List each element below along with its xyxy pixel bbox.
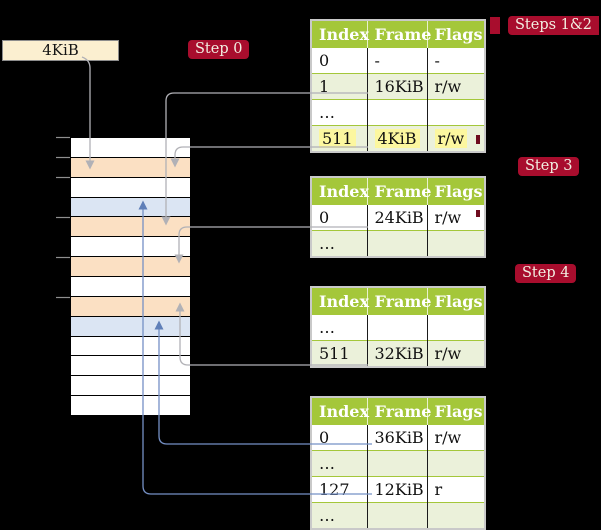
cell-flags: r/w <box>427 424 485 451</box>
table-row: 0-- <box>311 47 485 74</box>
cell-frame <box>367 230 428 257</box>
cell-flags <box>427 230 485 257</box>
cell-index: 1 <box>311 73 368 100</box>
column-header: Index <box>311 397 369 425</box>
highlighted-value: 4KiB <box>374 129 420 148</box>
cell-frame <box>367 450 428 477</box>
cell-index: 0 <box>311 424 368 451</box>
column-header: Frame <box>367 177 431 205</box>
memory-frame-row-white <box>71 277 190 297</box>
cell-frame: 36KiB <box>367 424 428 451</box>
badge-red-fragment <box>490 17 500 34</box>
cell-index: 0 <box>311 47 368 74</box>
badge-step-0: Step 0 <box>188 40 250 59</box>
cell-frame <box>367 502 428 529</box>
memory-frame-row-white <box>71 138 190 158</box>
column-header: Index <box>311 177 369 205</box>
column-header: Index <box>311 20 369 48</box>
cell-index: … <box>311 99 368 126</box>
table-row: … <box>311 314 485 341</box>
badge-step-4: Step 4 <box>515 264 577 283</box>
memory-frame-row-blue <box>71 197 190 218</box>
cell-frame <box>367 99 428 126</box>
cell-index: … <box>311 450 368 477</box>
table-row: … <box>311 502 485 529</box>
badge-step-3: Step 3 <box>518 157 580 176</box>
highlighted-value: 511 <box>319 129 356 148</box>
cell-flags <box>427 450 485 477</box>
active-entry-marker <box>476 135 480 144</box>
cell-index: … <box>311 230 368 257</box>
cell-frame <box>367 314 428 341</box>
table-row: … <box>311 450 485 477</box>
memory-frames-column <box>70 137 191 416</box>
cell-flags <box>427 502 485 529</box>
column-header: Frame <box>367 20 431 48</box>
cell-flags: r/w <box>427 73 485 100</box>
cell-flags: r <box>427 476 485 503</box>
cell-frame: 16KiB <box>367 73 428 100</box>
column-header: Frame <box>367 287 431 315</box>
column-header: Flags <box>427 20 485 48</box>
cell-frame: 12KiB <box>367 476 428 503</box>
cell-flags: r/w <box>427 204 485 231</box>
memory-frame-row-white <box>71 376 190 397</box>
cell-index: 511 <box>311 340 368 367</box>
column-header: Frame <box>367 397 431 425</box>
memory-frame-row-orange <box>71 257 190 278</box>
column-header: Index <box>311 287 369 315</box>
cell-frame: 24KiB <box>367 204 428 231</box>
cell-index: 127 <box>311 476 368 503</box>
table-row: 511 4KiB r/w <box>311 125 485 152</box>
cell-flags: - <box>427 47 485 74</box>
cell-flags: r/w <box>427 340 485 367</box>
table-row: … <box>311 99 485 126</box>
cell-flags <box>427 314 485 341</box>
memory-frame-row-orange <box>71 157 190 178</box>
cell-flags <box>427 99 485 126</box>
cell-frame: - <box>367 47 428 74</box>
memory-frame-row-white <box>71 336 190 357</box>
table-row: … <box>311 230 485 257</box>
cell-index: 511 <box>311 125 368 152</box>
frame-size-label: 4KiB <box>2 40 119 61</box>
cell-frame: 32KiB <box>367 340 428 367</box>
cell-frame: 4KiB <box>367 125 428 152</box>
active-entry-marker <box>476 210 480 217</box>
column-header: Flags <box>427 397 485 425</box>
memory-frame-row-blue <box>71 316 190 337</box>
cell-index: … <box>311 502 368 529</box>
column-header: Flags <box>427 287 485 315</box>
highlighted-value: r/w <box>434 129 468 148</box>
memory-frame-row-white <box>71 237 190 258</box>
memory-frame-row-orange <box>71 217 190 238</box>
memory-frame-row-white <box>71 356 190 377</box>
column-header: Flags <box>427 177 485 205</box>
memory-frame-row-white <box>71 177 190 198</box>
badge-steps-1-2: Steps 1&2 <box>508 16 600 35</box>
cell-index: … <box>311 314 368 341</box>
memory-frame-row-white <box>71 396 190 416</box>
cell-index: 0 <box>311 204 368 231</box>
cell-flags: r/w <box>427 125 485 152</box>
memory-frame-row-orange <box>71 296 190 317</box>
